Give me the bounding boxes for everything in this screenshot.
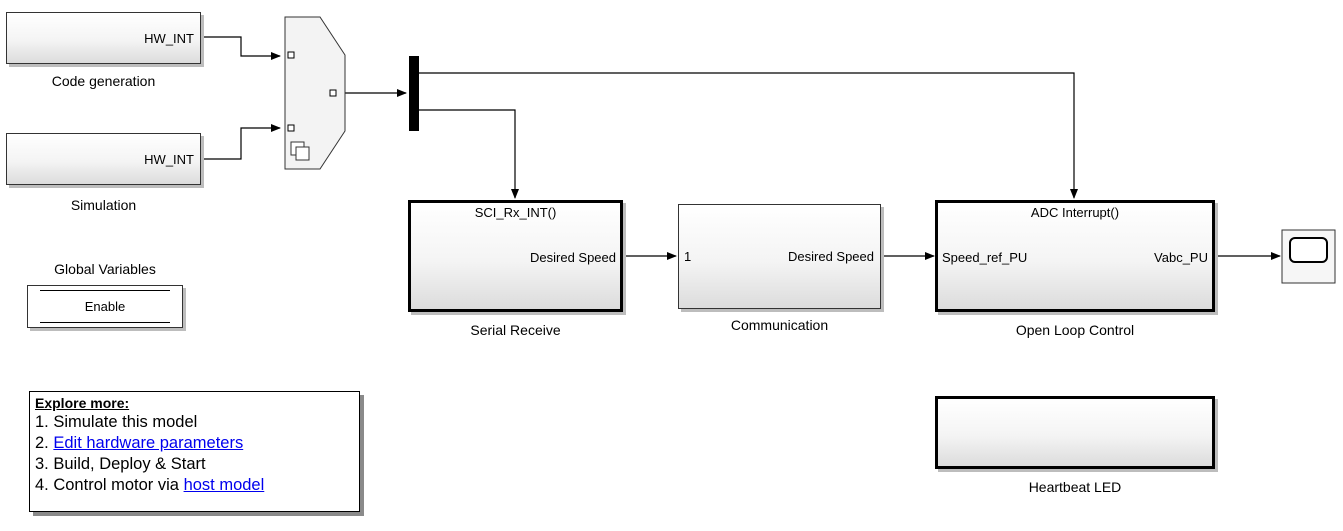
heartbeat-led-block[interactable] [935, 396, 1215, 469]
serial-receive-caption: Serial Receive [470, 322, 561, 338]
merge-port-in2 [287, 124, 295, 132]
explore-item-4: 4. Control motor via host model [35, 476, 265, 494]
open-loop-control-block[interactable]: ADC Interrupt() Speed_ref_PU Vabc_PU [935, 200, 1215, 312]
edit-hardware-parameters-link[interactable]: Edit hardware parameters [53, 434, 244, 452]
simulation-port-label: HW_INT [144, 152, 194, 167]
demux-bar [409, 56, 419, 131]
wire-code-generation [201, 36, 281, 60]
explore-item-2: 2. Edit hardware parameters [35, 434, 244, 452]
open-loop-output-label: Vabc_PU [1154, 250, 1208, 265]
code-generation-block[interactable]: HW_INT [6, 12, 201, 64]
explore-item-3[interactable]: 3. Build, Deploy & Start [35, 455, 206, 473]
merge-port-in1 [287, 51, 295, 59]
serial-receive-trigger-label: SCI_Rx_INT() [474, 205, 557, 220]
merge-block [284, 16, 346, 170]
global-variables-label: Enable [84, 299, 126, 314]
scope-screen-icon [1289, 237, 1328, 263]
open-loop-control-caption: Open Loop Control [1015, 322, 1135, 338]
communication-output-label: Desired Speed [788, 249, 874, 264]
open-loop-trigger-label: ADC Interrupt() [1030, 205, 1120, 220]
wire-demux-to-serial [418, 109, 519, 199]
communication-caption: Communication [730, 317, 829, 333]
global-variables-caption: Global Variables [54, 261, 156, 277]
gv-top-line [40, 290, 170, 291]
simulation-block[interactable]: HW_INT [6, 133, 201, 185]
communication-block[interactable]: 1 Desired Speed [678, 204, 881, 309]
simulation-caption: Simulation [70, 197, 137, 213]
code-generation-caption: Code generation [51, 73, 156, 89]
merge-overlap-icon [290, 141, 310, 161]
merge-port-out [329, 89, 337, 97]
explore-more-panel: Explore more: 1. Simulate this model 2. … [29, 391, 360, 512]
communication-input-label: 1 [684, 249, 692, 264]
gv-bottom-line [40, 322, 170, 323]
wire-simulation [201, 124, 281, 160]
heartbeat-led-caption: Heartbeat LED [1028, 479, 1122, 495]
wire-demux-to-openloop [418, 72, 1078, 199]
open-loop-input-label: Speed_ref_PU [942, 250, 1028, 265]
global-variables-block[interactable]: Enable [27, 285, 183, 328]
explore-heading: Explore more: [35, 395, 130, 411]
code-generation-port-label: HW_INT [144, 31, 194, 46]
serial-receive-output-label: Desired Speed [530, 250, 616, 265]
host-model-link[interactable]: host model [183, 476, 265, 494]
serial-receive-block[interactable]: SCI_Rx_INT() Desired Speed [408, 200, 623, 312]
explore-item-1[interactable]: 1. Simulate this model [35, 413, 198, 431]
